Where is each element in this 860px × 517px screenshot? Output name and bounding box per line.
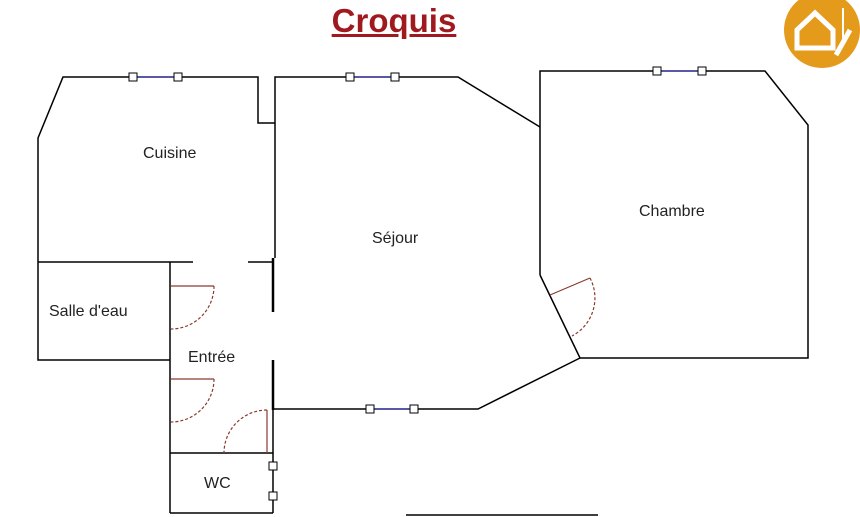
- room-label-salle-eau: Salle d'eau: [49, 303, 128, 320]
- walls: [37, 70, 809, 516]
- room-label-chambre: Chambre: [639, 203, 705, 220]
- room-label-cuisine: Cuisine: [143, 145, 197, 162]
- logo-icon: [784, 0, 860, 68]
- page-title: Croquis: [331, 2, 457, 39]
- room-label-entree: Entrée: [188, 349, 236, 366]
- room-label-sejour: Séjour: [372, 230, 419, 247]
- doors: [170, 277, 596, 454]
- room-label-wc: WC: [204, 475, 231, 492]
- windows: [128, 66, 707, 501]
